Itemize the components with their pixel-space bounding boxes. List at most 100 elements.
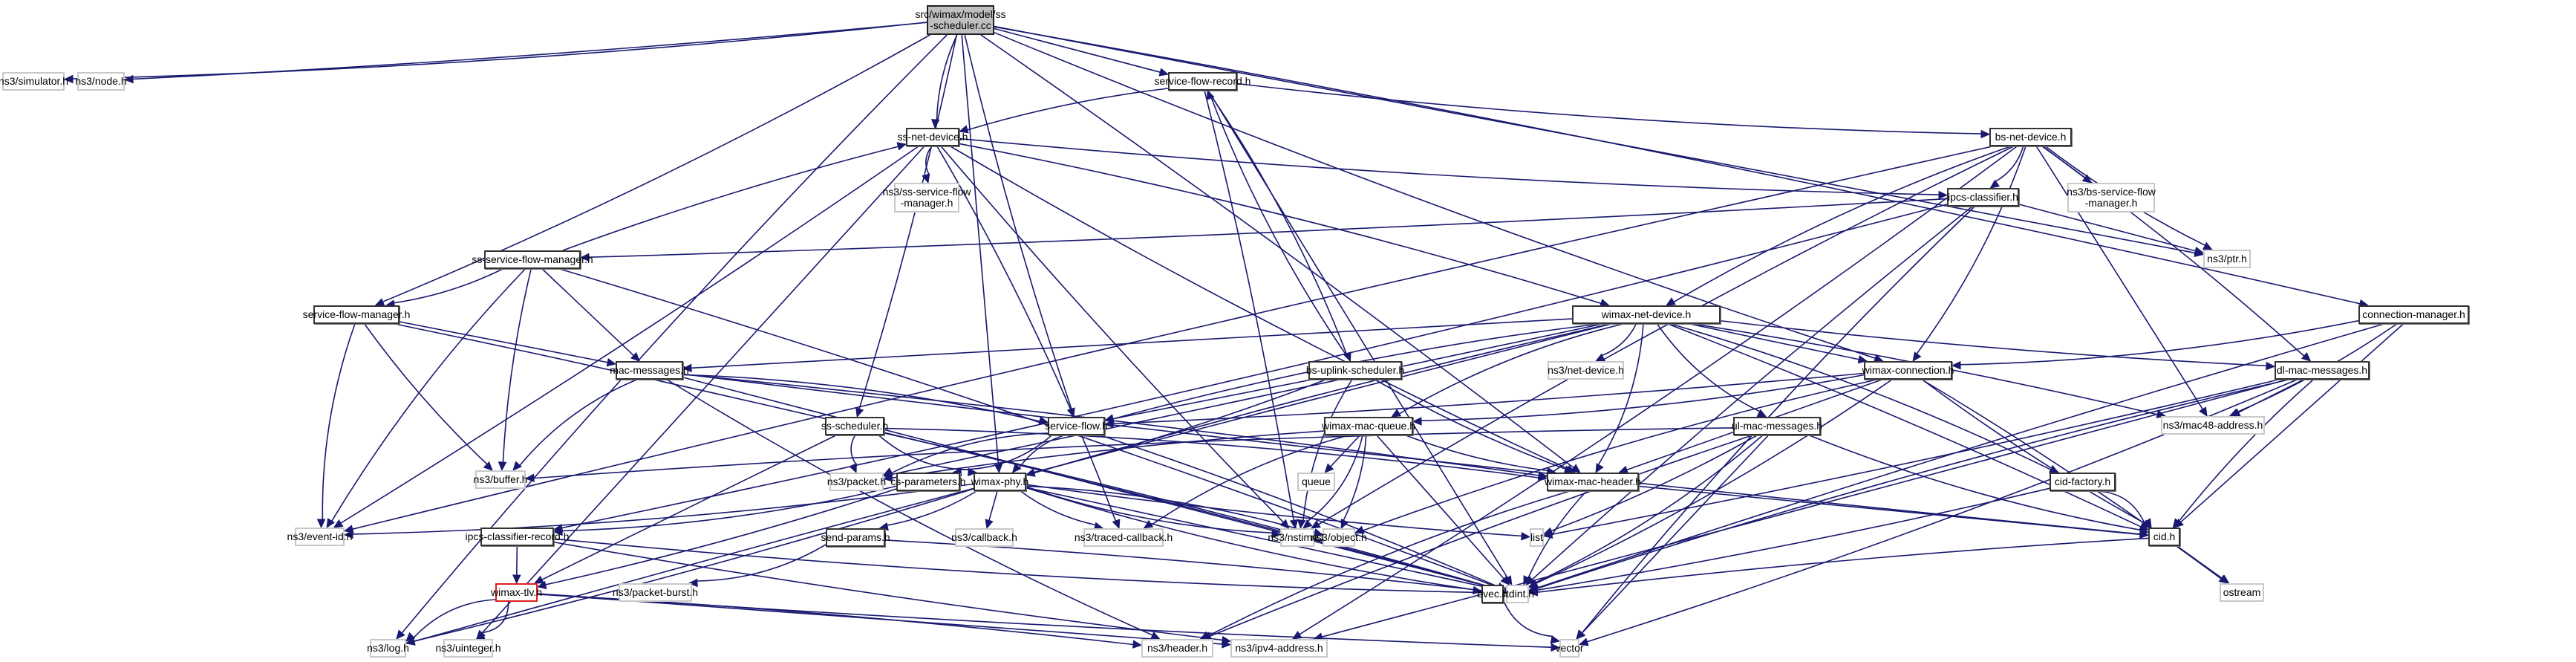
edge-ipcsrec-to-wtlv bbox=[516, 545, 518, 576]
edge-macmsg-to-header bbox=[666, 379, 1153, 636]
arrowhead-icon bbox=[2194, 246, 2205, 256]
arrowhead-icon bbox=[1222, 640, 1232, 649]
graph-node-sssched[interactable]: ss-scheduler.h bbox=[821, 417, 888, 435]
edge-ipcs-to-ptr bbox=[2018, 204, 2196, 252]
edge-ulmac-to-cid bbox=[1809, 435, 2141, 531]
edge-sflow-to-wphy bbox=[1018, 435, 1064, 468]
graph-node-cid[interactable]: cid.h bbox=[2148, 528, 2180, 546]
graph-node-ipcsrec[interactable]: ipcs-classifier-record.h bbox=[465, 528, 570, 546]
edge-ipcs-to-vector bbox=[1581, 206, 1975, 634]
graph-node-sfr[interactable]: service-flow-record.h bbox=[1155, 72, 1250, 91]
edge-sflow-to-packet bbox=[891, 432, 1049, 474]
edge-wconn-to-object bbox=[1363, 379, 1877, 531]
edge-root-to-sfm bbox=[382, 34, 930, 302]
edge-wmq-to-stdint bbox=[1376, 435, 1504, 580]
arrowhead-icon bbox=[1912, 351, 1922, 362]
graph-node-csparam[interactable]: cs-parameters.h bbox=[890, 473, 966, 491]
arrowhead-icon bbox=[1289, 519, 1299, 530]
arrowhead-icon bbox=[1340, 519, 1349, 530]
graph-node-sfm[interactable]: service-flow-manager.h bbox=[303, 305, 410, 324]
edge-bvec-to-vector bbox=[1503, 600, 1553, 637]
graph-node-wconn[interactable]: wimax-connection.h bbox=[1862, 361, 1954, 380]
graph-node-eventid: ns3/event-id.h bbox=[287, 528, 352, 546]
edge-ssnd-to-nstime bbox=[940, 146, 1284, 523]
graph-node-root[interactable]: src/wimax/model/ss -scheduler.cc bbox=[915, 5, 1006, 35]
arrowhead-icon bbox=[343, 530, 353, 539]
edge-dlmac-to-mac48 bbox=[2238, 379, 2304, 413]
edge-wphy-to-log bbox=[414, 488, 974, 642]
arrowhead-icon bbox=[1206, 89, 1215, 100]
graph-node-bvec[interactable]: bvec.h bbox=[1477, 585, 1508, 603]
edge-sssched-to-wmh bbox=[884, 427, 1539, 478]
edge-wphy-to-nstime bbox=[1025, 486, 1273, 533]
graph-node-wnd[interactable]: wimax-net-device.h bbox=[1572, 305, 1721, 324]
graph-node-callback: ns3/callback.h bbox=[951, 528, 1017, 547]
edge-root-to-wconn bbox=[994, 32, 1876, 359]
edge-wnd-to-ulmac bbox=[1657, 323, 1761, 412]
graph-node-netdev: ns3/net-device.h bbox=[1548, 361, 1624, 380]
edge-macmsg-to-cid bbox=[682, 373, 2141, 535]
arrowhead-icon bbox=[2139, 530, 2150, 539]
edge-sfm-to-eventid bbox=[322, 323, 356, 520]
arrowhead-icon bbox=[2230, 408, 2241, 417]
edge-cidfac-to-stdint bbox=[1536, 487, 2050, 591]
graph-node-sendp[interactable]: send-params.h bbox=[821, 528, 890, 547]
edge-wtlv-to-uinteger bbox=[481, 601, 509, 634]
edge-root-to-node bbox=[132, 22, 927, 80]
graph-node-log: ns3/log.h bbox=[367, 639, 409, 658]
arrowhead-icon bbox=[1271, 529, 1282, 539]
edge-sssfm-to-macmsg bbox=[541, 268, 634, 357]
graph-node-bsul[interactable]: bs-uplink-scheduler.h bbox=[1306, 361, 1404, 380]
graph-node-uinteger: ns3/uinteger.h bbox=[436, 639, 500, 658]
graph-node-stdint: stdint.h bbox=[1501, 585, 1534, 603]
edge-sssfm-to-buffer bbox=[502, 268, 532, 463]
arrowhead-icon bbox=[985, 519, 994, 530]
edge-dlmac-to-ipv4 bbox=[1321, 379, 2288, 637]
graph-node-ulmac[interactable]: ul-mac-messages.h bbox=[1732, 417, 1822, 435]
graph-node-wmq[interactable]: wimax-mac-queue.h bbox=[1322, 417, 1415, 435]
edge-ipcsrec-to-stdint bbox=[553, 538, 1499, 594]
edge-sssfm-to-ssnd bbox=[562, 146, 899, 251]
arrowhead-icon bbox=[2199, 406, 2208, 418]
graph-node-mac48: ns3/mac48-address.h bbox=[2161, 416, 2265, 435]
edge-root-to-simulator bbox=[72, 22, 927, 79]
edge-wphy-to-eventid bbox=[352, 483, 974, 535]
arrowhead-icon bbox=[1112, 519, 1121, 530]
edge-wtlv-to-log bbox=[413, 599, 496, 638]
arrowhead-icon bbox=[1038, 416, 1049, 425]
edge-wnd-to-wconn bbox=[1689, 323, 1859, 360]
edge-wphy-to-object bbox=[1025, 485, 1315, 534]
edge-sssched-to-packet bbox=[850, 435, 857, 465]
graph-node-macmsg[interactable]: mac-messages.h bbox=[610, 361, 689, 380]
arrowhead-icon bbox=[405, 637, 416, 646]
arrowhead-icon bbox=[1550, 635, 1561, 644]
graph-node-dlmac[interactable]: dl-mac-messages.h bbox=[2275, 361, 2370, 380]
graph-node-queue: queue bbox=[1297, 473, 1335, 491]
graph-node-wmh[interactable]: wimax-mac-header.h bbox=[1545, 473, 1641, 491]
edge-wmq-to-object bbox=[1343, 435, 1367, 521]
edge-connmgr-to-cid bbox=[2180, 323, 2404, 523]
edge-layer bbox=[63, 22, 2404, 652]
graph-node-sflow[interactable]: service-flow.h bbox=[1045, 417, 1108, 435]
graph-node-bsnd[interactable]: bs-net-device.h bbox=[1989, 128, 2072, 146]
edge-bsnd-to-nstime bbox=[1318, 146, 2014, 525]
graph-node-ipcs[interactable]: ipcs-classifier.h bbox=[1947, 188, 2019, 207]
graph-node-sssfm[interactable]: ss-service-flow-manager.h bbox=[472, 250, 593, 269]
graph-node-wtlv[interactable]: wimax-tlv.h bbox=[491, 583, 542, 602]
edge-ulmac-to-list bbox=[1551, 435, 1758, 532]
edge-root-to-ssnd bbox=[936, 34, 958, 120]
graph-node-cidfac[interactable]: cid-factory.h bbox=[2050, 473, 2116, 491]
arrowhead-icon bbox=[1500, 575, 1510, 585]
graph-node-wphy[interactable]: wimax-phy.h bbox=[971, 473, 1028, 491]
graph-node-connmgr[interactable]: connection-manager.h bbox=[2358, 305, 2469, 324]
edge-bsnd-to-mac48 bbox=[2035, 146, 2203, 410]
edge-root-to-ptr bbox=[994, 25, 2196, 254]
edge-wnd-to-packet bbox=[891, 323, 1603, 476]
arrowhead-icon bbox=[1980, 129, 1991, 139]
edge-root-to-wphy bbox=[961, 34, 1000, 465]
edge-wtlv-to-vector bbox=[537, 593, 1552, 649]
edge-sfr-to-nstime bbox=[1204, 90, 1294, 521]
graph-node-traced: ns3/traced-callback.h bbox=[1075, 528, 1173, 547]
graph-node-ssnd[interactable]: ss-net-device.h bbox=[898, 128, 968, 146]
